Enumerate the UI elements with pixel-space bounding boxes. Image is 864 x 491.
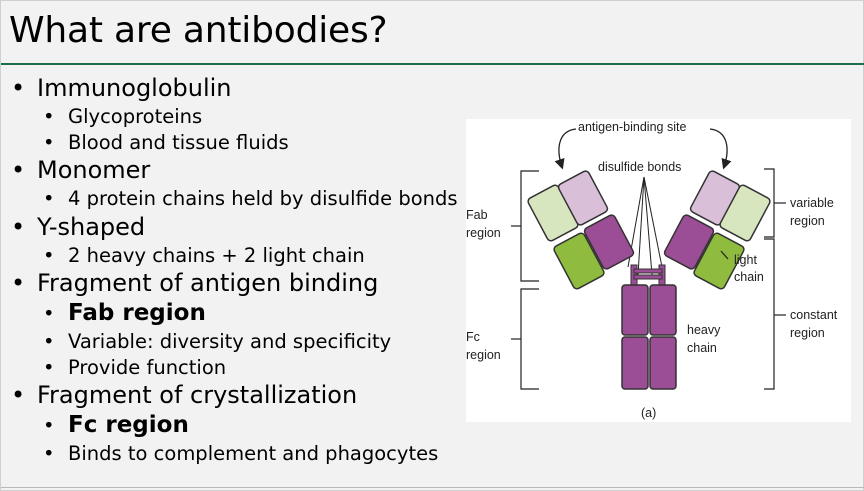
bullet-dot: •	[11, 269, 26, 297]
sub-bullet-protein-chains: •4 protein chains held by disulfide bond…	[43, 187, 458, 210]
fab-region-label-line2: region	[466, 226, 501, 240]
antigen-site-arrow-left	[554, 128, 577, 170]
light-chain-label-line2: chain	[734, 270, 764, 284]
bullet-dot: •	[11, 74, 26, 102]
variable-region-label-line2: region	[790, 214, 825, 228]
heavy-chain-label-line2: chain	[687, 341, 717, 355]
sub-bullet-complement: •Binds to complement and phagocytes	[43, 442, 439, 465]
sub-bullet-variable: •Variable: diversity and specificity	[43, 330, 392, 353]
right-light-chain	[693, 184, 771, 290]
fc-stem	[621, 284, 677, 390]
antibody-svg: antigen-binding site disulfide bonds	[466, 120, 838, 420]
bullet-dot: •	[43, 105, 55, 128]
bullet-dot: •	[43, 187, 55, 210]
bullet-dot: •	[43, 330, 55, 353]
antigen-site-arrow-right	[709, 128, 732, 170]
sub-bullet-glycoproteins: •Glycoproteins	[43, 105, 203, 128]
title-divider	[1, 63, 864, 65]
right-brackets	[720, 168, 786, 390]
sub-bullet-heavy-light: •2 heavy chains + 2 light chain	[43, 244, 365, 267]
bullet-immunoglobulin: •Immunoglobulin	[11, 74, 232, 102]
bullet-dot: •	[11, 213, 26, 241]
right-heavy-chain	[663, 170, 741, 270]
light-chain-label-line1: light	[734, 253, 757, 267]
heavy-chain-label-line1: heavy	[687, 323, 721, 337]
bullet-dot: •	[43, 414, 55, 437]
bullet-y-shaped: •Y-shaped	[11, 213, 146, 241]
bullet-dot: •	[11, 381, 26, 409]
antigen-binding-site-label: antigen-binding site	[578, 120, 686, 134]
bullet-monomer: •Monomer	[11, 156, 151, 184]
bullet-dot: •	[43, 131, 55, 154]
hinge-region	[630, 264, 666, 286]
bullet-dot: •	[43, 244, 55, 267]
sub-bullet-provide-function: •Provide function	[43, 356, 227, 379]
bullet-dot: •	[43, 356, 55, 379]
slide-title: What are antibodies?	[9, 10, 388, 51]
bullet-dot: •	[11, 156, 26, 184]
panel-label: (a)	[641, 406, 656, 420]
sub-bullet-fc-region: •Fc region	[43, 412, 189, 438]
bullet-dot: •	[43, 442, 55, 465]
disulfide-bonds-label: disulfide bonds	[598, 160, 681, 174]
fc-region-label-line1: Fc	[466, 330, 480, 344]
bullet-fragment-antigen-binding: •Fragment of antigen binding	[11, 269, 379, 297]
bullet-fragment-crystallization: •Fragment of crystallization	[11, 381, 358, 409]
fab-region-label-line1: Fab	[466, 208, 488, 222]
bottom-divider	[1, 487, 864, 488]
fc-region-label-line2: region	[466, 348, 501, 362]
bullet-dot: •	[43, 302, 55, 325]
constant-region-label-line1: constant	[790, 308, 838, 322]
left-heavy-chain	[557, 170, 635, 270]
left-brackets	[511, 170, 539, 390]
constant-region-label-line2: region	[790, 326, 825, 340]
antibody-diagram: antigen-binding site disulfide bonds	[466, 119, 851, 422]
disulfide-pointer-lines	[627, 176, 663, 276]
sub-bullet-fab-region: •Fab region	[43, 300, 206, 326]
sub-bullet-blood-fluids: •Blood and tissue fluids	[43, 131, 289, 154]
variable-region-label-line1: variable	[790, 196, 834, 210]
